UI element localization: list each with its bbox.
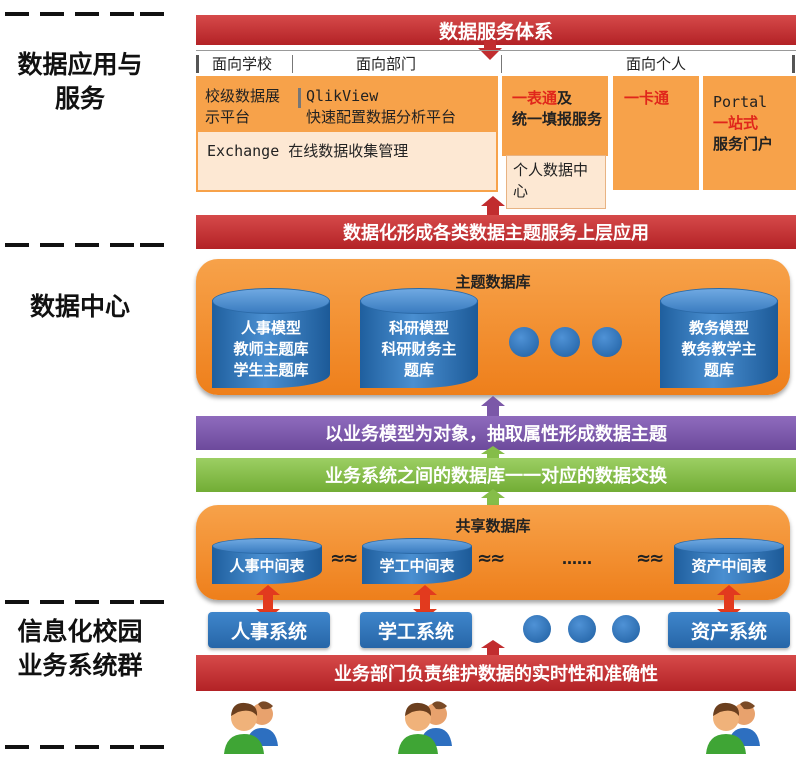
ellipsis-dot-3 [592,327,622,357]
qlikview-desc: 快速配置数据分析平台 [306,108,457,126]
one-table-red: 一表通 [512,89,558,107]
one-table-service: 一表通及 统一填报服务 [512,88,602,130]
data-exchange-bar: 业务系统之间的数据库一一对应的数据交换 [196,458,796,492]
exchange-box [198,132,496,190]
up-arrow-1-icon [481,196,505,216]
research-line2: 科研财务主 [381,340,457,358]
one-table-rest2: 统一填报服务 [512,110,603,128]
personal-center-box [506,155,606,209]
teaching-model-text: 教务模型 教务教学主 题库 [660,318,778,381]
system-dot-2 [568,615,596,643]
layer-label-systems: 信息化校园业务系统群 [17,617,143,680]
tab-divider-end [792,55,795,73]
school-platform: 校级数据展示平台 [205,86,290,128]
up-arrow-3-icon [481,446,505,458]
one-table-rest1: 及 [557,89,573,107]
personal-center: 个人数据中心 [513,161,589,200]
sync-arrow-hr-icon [256,585,280,619]
tab-dept: 面向部门 [356,55,417,73]
asset-mid-label: 资产中间表 [691,557,767,575]
research-model-text: 科研模型 科研财务主 题库 [360,318,478,381]
tab-personal: 面向个人 [626,55,687,73]
hr-model-line3: 学生主题库 [233,361,309,379]
hr-system: 人事系统 [208,612,330,648]
qlikview: QlikView 快速配置数据分析平台 [306,86,496,128]
qlik-divider [298,88,301,108]
portal-rest: 服务门户 [713,135,774,153]
tab-divider-mid [292,55,293,73]
layer-label-apps: 数据应用与服务 [17,50,143,113]
portal: Portal 一站式 服务门户 [713,92,793,155]
exchange-text: Exchange 在线数据收集管理 [207,142,409,160]
tab-divider-right [501,55,502,73]
teaching-line3: 题库 [703,361,734,379]
separator-1 [0,243,164,247]
student-mid-table: 学工中间表 [362,538,472,584]
hr-model-line2: 教师主题库 [233,340,309,358]
research-line3: 题库 [403,361,434,379]
sync-wave-3-icon: ≈≈ [636,548,664,569]
one-table-panel [502,76,608,156]
upper-app-bar: 数据化形成各类数据主题服务上层应用 [196,215,796,249]
portal-name: Portal [713,93,768,111]
users-icon-student [398,701,452,754]
hr-mid-table: 人事中间表 [212,538,322,584]
one-card: 一卡通 [624,89,670,107]
shared-ellipsis: …… [562,550,592,568]
hr-model-text: 人事模型 教师主题库 学生主题库 [212,318,330,381]
asset-mid-table: 资产中间表 [674,538,784,584]
qlikview-name: QlikView [306,87,379,105]
portal-panel [703,76,796,190]
users-icon-hr [224,701,278,754]
exchange-label: Exchange 在线数据收集管理 [207,141,492,162]
model-extraction-bar: 以业务模型为对象，抽取属性形成数据主题 [196,416,796,450]
layer-label-center: 数据中心 [29,292,130,321]
research-line1: 科研模型 [388,319,449,337]
tab-divider-left [196,55,199,73]
hr-model-line1: 人事模型 [240,319,301,337]
separator-top [0,12,164,16]
theme-database-title: 主题数据库 [455,273,531,291]
sync-wave-1-icon: ≈≈ [330,548,358,569]
student-system: 学工系统 [360,612,472,648]
portal-red: 一站式 [713,114,759,132]
asset-system: 资产系统 [668,612,790,648]
sync-arrow-asset-icon [717,585,741,619]
system-dot-3 [612,615,640,643]
users-icon-asset [706,701,760,754]
up-arrow-4-icon [481,489,505,507]
tab-school: 面向学校 [212,55,273,73]
teaching-line1: 教务模型 [688,319,749,337]
separator-bottom [0,745,164,749]
maintenance-bar: 业务部门负责维护数据的实时性和准确性 [196,655,796,691]
teaching-line2: 教务教学主 [681,340,757,358]
one-card-panel [613,76,699,190]
ellipsis-dot-2 [550,327,580,357]
ellipsis-dot-1 [509,327,539,357]
sync-wave-2-icon: ≈≈ [477,548,505,569]
separator-2 [0,600,164,604]
teaching-model-db: 教务模型 教务教学主 题库 [660,288,778,388]
shared-database-title: 共享数据库 [455,517,531,535]
audience-tabs: 面向学校 面向部门 面向个人 [196,50,796,74]
hr-mid-label: 人事中间表 [229,557,305,575]
system-dot-1 [523,615,551,643]
student-mid-label: 学工中间表 [379,557,455,575]
up-arrow-2-icon [481,396,505,416]
hr-model-db: 人事模型 教师主题库 学生主题库 [212,288,330,388]
sync-arrow-student-icon [413,585,437,619]
up-arrow-5-icon [481,640,505,656]
research-model-db: 科研模型 科研财务主 题库 [360,288,478,388]
school-platform-label: 校级数据展示平台 [205,87,281,126]
